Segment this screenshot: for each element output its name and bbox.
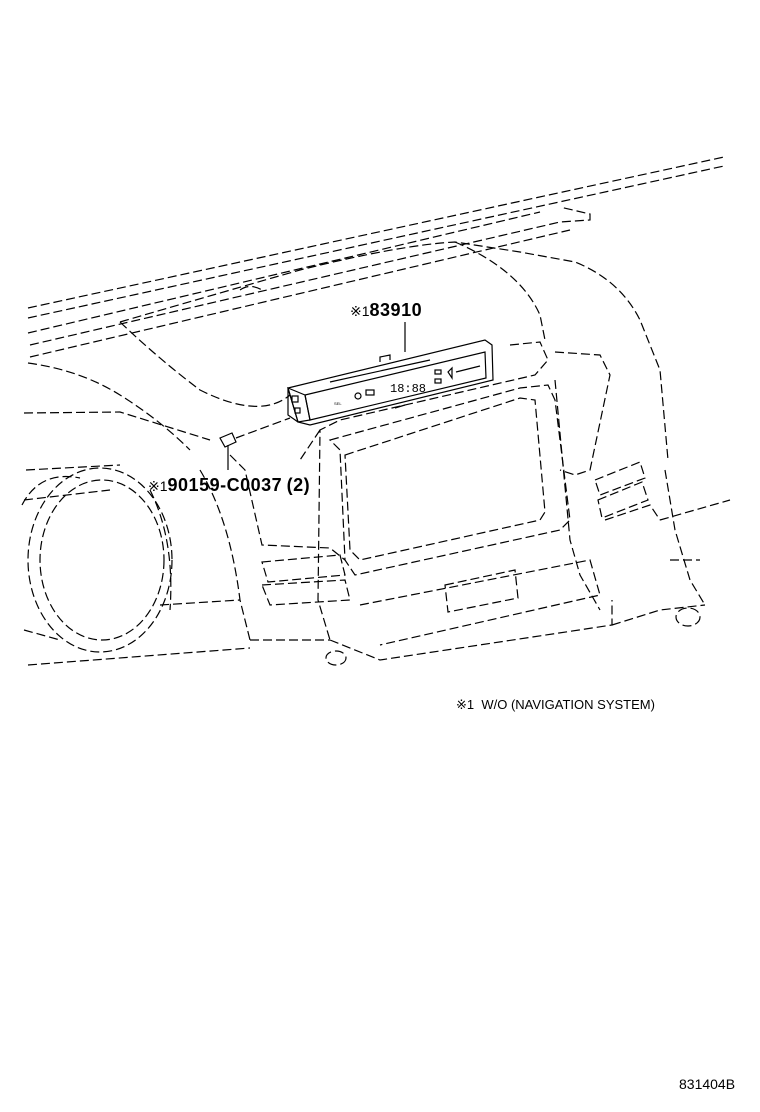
left-vent-cluster [21, 454, 351, 666]
footnote: ※1 W/O (NAVIGATION SYSTEM) [456, 697, 655, 713]
footnote-mark: ※1 [456, 697, 475, 712]
center-console [299, 341, 613, 661]
part-number-screw: 90159-C0037 [167, 475, 283, 495]
display-unit: SEL 18:88 [287, 339, 494, 426]
screw [219, 417, 291, 470]
part-quantity: (2) [286, 475, 311, 495]
footnote-text: W/O (NAVIGATION SYSTEM) [481, 697, 655, 712]
display-small-text-left: SEL [334, 401, 342, 406]
footnote-mark: ※1 [148, 478, 168, 494]
part-number-display: 83910 [369, 300, 423, 320]
screw-callout: ※190159-C0037 (2) [148, 475, 310, 496]
display-digits: 18:88 [390, 382, 426, 396]
dashboard-top [23, 241, 669, 501]
figure-code: 831404B [679, 1076, 736, 1092]
right-vent [554, 351, 731, 627]
footnote-mark: ※1 [350, 303, 370, 319]
windshield-lines [27, 156, 725, 358]
display-unit-callout: ※183910 [350, 300, 422, 321]
